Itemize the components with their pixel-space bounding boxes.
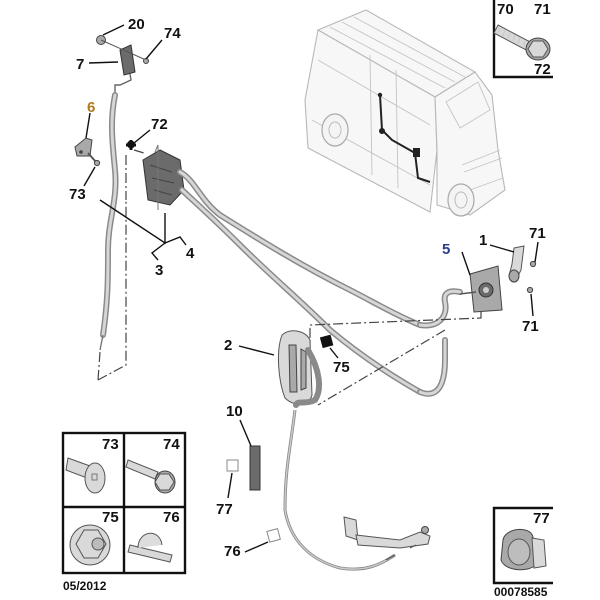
- callout-4: 4: [186, 245, 195, 262]
- flange-bolt-icon: [493, 24, 551, 61]
- front-wheel: [447, 183, 475, 217]
- callout-10: 10: [226, 403, 243, 420]
- callout-20: 20: [128, 16, 145, 33]
- callout-5: 5: [442, 241, 450, 258]
- callout-76: 76: [224, 543, 241, 560]
- part-5-bracket: [459, 265, 503, 313]
- van-harness: [379, 94, 431, 183]
- inset-label-72: 72: [534, 61, 551, 78]
- clip-retainer-icon: [500, 529, 547, 571]
- screw-71-bottom: [526, 286, 534, 294]
- handle-cable: [283, 347, 396, 571]
- part-72-clip: [126, 140, 136, 150]
- lock-cables: [177, 169, 463, 397]
- torx-countersunk-bolt-icon: [65, 457, 106, 494]
- part-7-bracket: [100, 39, 149, 95]
- callout-77: 77: [216, 501, 233, 518]
- inset-label-70: 70: [497, 1, 514, 18]
- hinge-bracket: [343, 516, 431, 561]
- part-2-door-handle: [277, 330, 313, 405]
- callout-2: 2: [224, 337, 232, 354]
- callout-3: 3: [155, 262, 163, 279]
- part-75-pad: [319, 334, 334, 349]
- part-1-lever: [508, 245, 525, 283]
- cable-clip-icon: [127, 532, 173, 563]
- rear-wheel: [321, 113, 349, 147]
- inset-label-71: 71: [534, 1, 551, 18]
- hex-flange-screw-icon: [125, 459, 176, 494]
- callout-73: 73: [69, 186, 86, 203]
- callout-71-top: 71: [529, 225, 546, 242]
- callout-1: 1: [479, 232, 487, 249]
- inset-box-clip: 77: [492, 506, 553, 585]
- screw-71-top: [529, 260, 537, 268]
- reference-number: 00078585: [494, 585, 548, 599]
- grid-label-74: 74: [163, 436, 180, 453]
- grid-label-73: 73: [102, 436, 119, 453]
- date-code: 05/2012: [63, 579, 107, 593]
- part-6-bracket: [74, 137, 101, 167]
- inset-label-77: 77: [533, 510, 550, 527]
- callout-72: 72: [151, 116, 168, 133]
- van-illustration: [304, 9, 506, 217]
- part-76-square: [266, 528, 281, 543]
- callout-71-bottom: 71: [522, 318, 539, 335]
- fastener-grid: 73 74 75 76: [61, 431, 187, 575]
- door-lock-mechanism: [142, 144, 185, 210]
- flange-nut-icon: [69, 524, 111, 566]
- grid-label-75: 75: [102, 509, 119, 526]
- callout-6: 6: [87, 99, 95, 116]
- part-10-seal-strip: [249, 445, 261, 491]
- callout-7: 7: [76, 56, 84, 73]
- callout-74-top: 74: [164, 25, 181, 42]
- inset-box-bolt: 70 71 72: [492, 0, 553, 79]
- grid-label-76: 76: [163, 509, 180, 526]
- callout-75: 75: [333, 359, 350, 376]
- part-77-square: [226, 459, 239, 472]
- left-rod-cable: [99, 92, 119, 351]
